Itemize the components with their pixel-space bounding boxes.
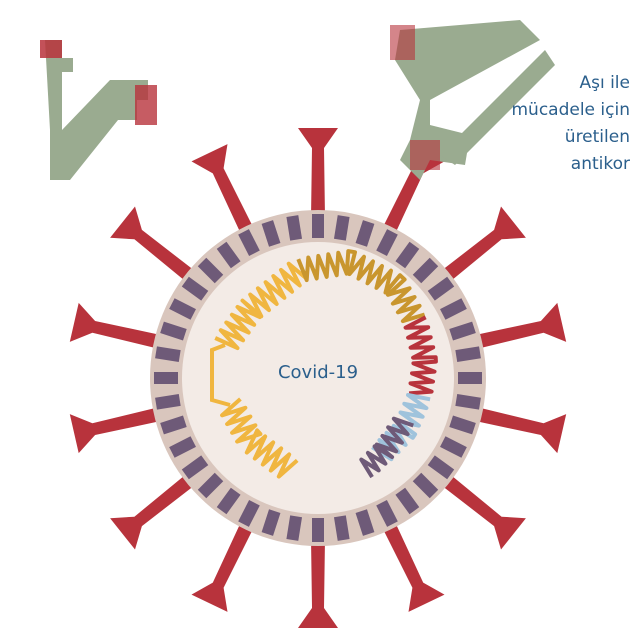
membrane-protein [197,472,224,499]
caption-line-3: üretilen [564,127,630,147]
spike-protein [69,406,164,454]
membrane-protein [449,415,476,435]
membrane-protein [312,214,324,238]
membrane-protein [412,472,439,499]
membrane-protein [440,298,467,320]
rna-segment [403,315,438,396]
rna-segment [359,416,414,479]
membrane-protein [160,415,187,435]
membrane-protein [395,487,420,515]
spike-protein [472,406,567,454]
membrane-protein [169,436,196,458]
caption-line-2: mücadele için [511,100,630,120]
membrane-protein [333,515,350,541]
spike-protein [191,519,255,612]
membrane-protein [286,515,303,541]
membrane-protein [154,372,178,384]
membrane-protein [216,241,241,269]
membrane-protein [427,455,455,480]
rna-genome [210,249,438,479]
spike-protein [438,206,526,284]
membrane-protein [238,229,260,256]
caption-line-4: antikor [570,154,630,174]
spike-protein [472,302,567,350]
membrane-protein [355,509,375,536]
virus-label: Covid-19 [277,362,359,383]
membrane-protein [238,500,260,527]
spike-proteins [69,128,567,628]
membrane-protein [286,215,303,241]
membrane-protein [216,487,241,515]
caption-line-1: Aşı ile [579,73,630,93]
rna-segment [214,261,309,351]
membrane-protein [455,346,481,363]
spike-protein [298,538,338,628]
membrane-protein [155,393,181,410]
spike-protein [381,519,445,612]
membrane-protein [197,257,224,284]
membrane-protein [376,229,398,256]
membrane-protein [261,509,281,536]
antibody-left [40,40,157,180]
rna-segment [220,397,299,479]
membrane-protein [181,455,209,480]
membrane-protein [261,220,281,247]
membrane-protein [355,220,375,247]
membrane-protein [449,321,476,341]
spike-protein [110,472,198,550]
spike-protein [191,144,255,237]
membrane-proteins [154,214,482,542]
membrane-protein [458,372,482,384]
spike-protein [69,302,164,350]
membrane-protein [169,298,196,320]
membrane-protein [181,276,209,301]
membrane-protein [427,276,455,301]
membrane-protein [160,321,187,341]
rna-strand [210,343,231,407]
spike-protein [298,128,338,218]
spike-protein [110,206,198,284]
membrane-protein [395,241,420,269]
membrane-protein [333,215,350,241]
antibody-right [390,20,555,180]
antibody-caption: Aşı ile mücadele için üretilen antikor [511,70,630,178]
membrane-protein [376,500,398,527]
membrane-protein [412,257,439,284]
rna-segment [296,249,426,324]
membrane-protein [155,346,181,363]
membrane-protein [440,436,467,458]
membrane-protein [455,393,481,410]
membrane-protein [312,518,324,542]
spike-protein [438,472,526,550]
